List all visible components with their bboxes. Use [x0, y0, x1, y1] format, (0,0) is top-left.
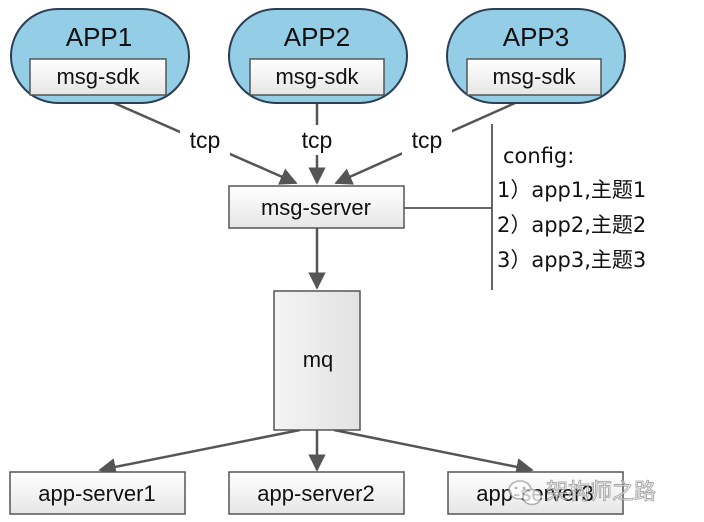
edge-label-tcp-1: tcp — [190, 127, 221, 153]
app1-sdk-box — [29, 58, 167, 96]
wechat-icon — [508, 480, 542, 506]
config-note: config: 1）app1,主题1 2）app2,主题2 3）app3,主题3 — [491, 124, 646, 290]
app3-sdk-box — [466, 58, 602, 96]
app2-sdk-label: msg-sdk — [275, 64, 359, 89]
app2-node: APP2 msg-sdk — [228, 8, 408, 104]
mq-node: mq — [273, 290, 361, 431]
app3-sdk-label: msg-sdk — [492, 64, 576, 89]
config-item-3: 3）app3,主题3 — [497, 248, 646, 272]
mq-label: mq — [303, 347, 334, 372]
app-server3-node: app-server3 — [447, 471, 624, 515]
app1-node: APP1 msg-sdk — [10, 8, 190, 104]
app-server2-node: app-server2 — [228, 471, 405, 515]
watermark-text: 架构师之路 — [546, 480, 656, 505]
config-item-2: 2）app2,主题2 — [497, 213, 646, 237]
edge-mq-to-app-server1 — [98, 428, 301, 476]
config-title: config: — [503, 144, 574, 168]
app-server2-label: app-server2 — [257, 481, 374, 506]
edge-label-tcp-3: tcp — [412, 127, 443, 153]
app1-sdk-label: msg-sdk — [56, 64, 140, 89]
edge-mq-to-app-server3 — [333, 428, 534, 476]
watermark: 架构师之路 — [508, 480, 656, 506]
app-server1-label: app-server1 — [38, 481, 155, 506]
app-server1-node: app-server1 — [9, 471, 186, 515]
app3-node: APP3 msg-sdk — [446, 8, 626, 104]
app1-title: APP1 — [66, 22, 133, 52]
app2-sdk-box — [249, 58, 385, 96]
app2-title: APP2 — [284, 22, 351, 52]
config-item-1: 1）app1,主题1 — [497, 178, 646, 202]
msg-server-node: msg-server — [228, 185, 405, 229]
msg-server-label: msg-server — [261, 195, 371, 220]
app3-title: APP3 — [503, 22, 570, 52]
edge-label-tcp-2: tcp — [302, 127, 333, 153]
